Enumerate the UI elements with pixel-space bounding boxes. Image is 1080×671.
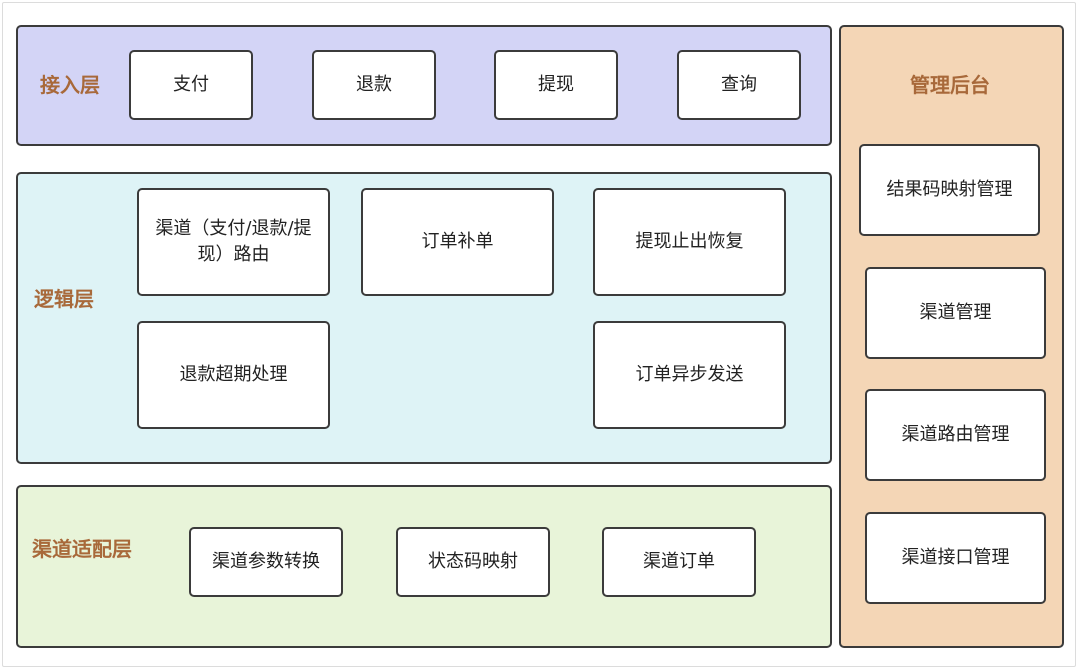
result-code-map-manage-box: 结果码映射管理 [859,144,1040,236]
order-reissue-box: 订单补单 [361,188,554,296]
status-code-map-box: 状态码映射 [396,527,550,597]
query-box: 查询 [677,50,801,120]
channel-interface-manage-box: 渠道接口管理 [865,512,1046,604]
order-async-send-box: 订单异步发送 [593,321,786,429]
logic-layer-title: 逻辑层 [34,287,94,311]
refund-box: 退款 [312,50,436,120]
channel-order-box: 渠道订单 [602,527,756,597]
channel-manage-box: 渠道管理 [865,267,1046,359]
access-layer-title: 接入层 [40,73,100,97]
withdraw-recover-box: 提现止出恢复 [593,188,786,296]
channel-route-box: 渠道（支付/退款/提现）路由 [137,188,330,296]
channel-route-manage-box: 渠道路由管理 [865,389,1046,481]
pay-box: 支付 [129,50,253,120]
withdraw-box: 提现 [494,50,618,120]
refund-overdue-box: 退款超期处理 [137,321,330,429]
channel-adapter-layer-title: 渠道适配层 [32,537,132,561]
admin-backend-title: 管理后台 [910,73,990,97]
param-convert-box: 渠道参数转换 [189,527,343,597]
